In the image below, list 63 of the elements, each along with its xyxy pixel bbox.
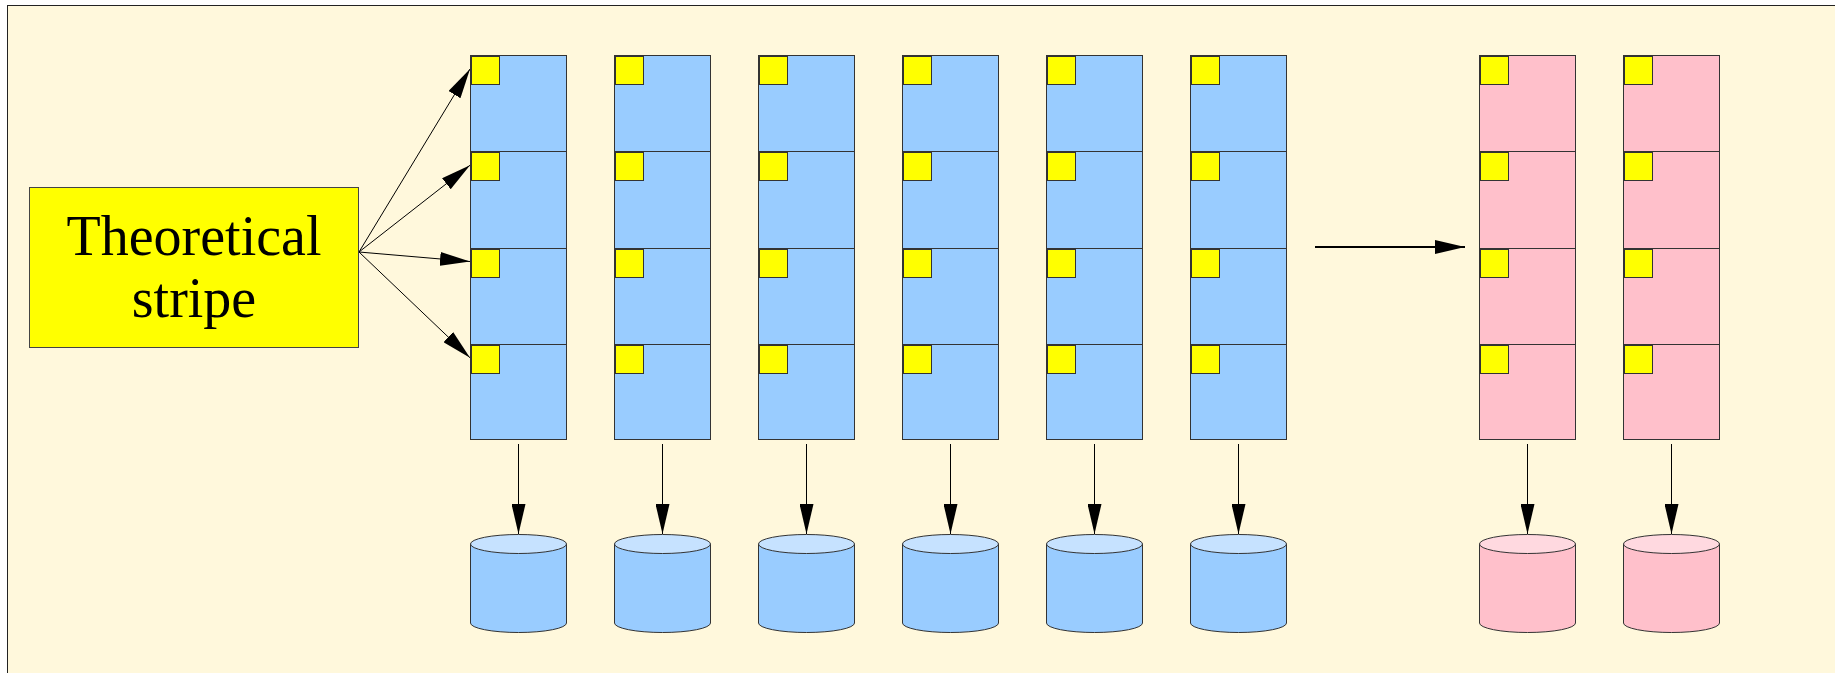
arrow xyxy=(799,443,814,535)
database-cylinder xyxy=(1479,534,1576,633)
database-cylinder xyxy=(1046,534,1143,633)
arrow xyxy=(655,443,670,535)
block-cell xyxy=(1046,55,1143,153)
database-cylinder xyxy=(470,534,567,633)
arrow xyxy=(943,443,958,535)
stripe-column xyxy=(1046,55,1143,440)
database-cylinder xyxy=(758,534,855,633)
database-cylinder xyxy=(902,534,999,633)
block-cell xyxy=(1623,151,1720,249)
stripe-column xyxy=(1190,55,1287,440)
block-cell xyxy=(1046,151,1143,249)
arrow xyxy=(358,68,471,253)
block-cell xyxy=(1623,247,1720,345)
stripe-column xyxy=(902,55,999,440)
arrow xyxy=(358,251,471,359)
block-cell xyxy=(614,343,711,440)
block-cell xyxy=(902,151,999,249)
block-cell xyxy=(1479,247,1576,345)
block-cell xyxy=(1190,343,1287,440)
stripe-column xyxy=(1479,55,1576,440)
block-cell xyxy=(1623,343,1720,440)
block-cell xyxy=(614,55,711,153)
block-cell xyxy=(1479,151,1576,249)
block-cell xyxy=(1046,343,1143,440)
block-cell xyxy=(1479,343,1576,440)
database-cylinder xyxy=(614,534,711,633)
block-cell xyxy=(614,151,711,249)
block-cell xyxy=(470,247,567,345)
block-cell xyxy=(470,343,567,440)
arrow xyxy=(1520,443,1535,535)
arrow xyxy=(1314,240,1466,254)
arrow xyxy=(358,251,471,266)
arrow xyxy=(358,164,471,253)
block-cell xyxy=(614,247,711,345)
database-cylinder xyxy=(1623,534,1720,633)
stripe-column xyxy=(1623,55,1720,440)
arrow xyxy=(1087,443,1102,535)
block-cell xyxy=(1479,55,1576,153)
block-cell xyxy=(470,55,567,153)
stripe-column xyxy=(758,55,855,440)
block-cell xyxy=(1623,55,1720,153)
text-box xyxy=(29,187,359,348)
block-cell xyxy=(1190,55,1287,153)
block-cell xyxy=(902,247,999,345)
stripe-column xyxy=(470,55,567,440)
arrow xyxy=(1664,443,1679,535)
database-cylinder xyxy=(1190,534,1287,633)
block-cell xyxy=(758,247,855,345)
block-cell xyxy=(758,55,855,153)
block-cell xyxy=(1046,247,1143,345)
block-cell xyxy=(902,55,999,153)
arrow xyxy=(1231,443,1246,535)
stripe-column xyxy=(614,55,711,440)
block-cell xyxy=(1190,247,1287,345)
arrow xyxy=(511,443,526,535)
block-cell xyxy=(470,151,567,249)
block-cell xyxy=(758,343,855,440)
block-cell xyxy=(758,151,855,249)
block-cell xyxy=(902,343,999,440)
block-cell xyxy=(1190,151,1287,249)
box-label: Theoretical stripe xyxy=(65,205,323,330)
